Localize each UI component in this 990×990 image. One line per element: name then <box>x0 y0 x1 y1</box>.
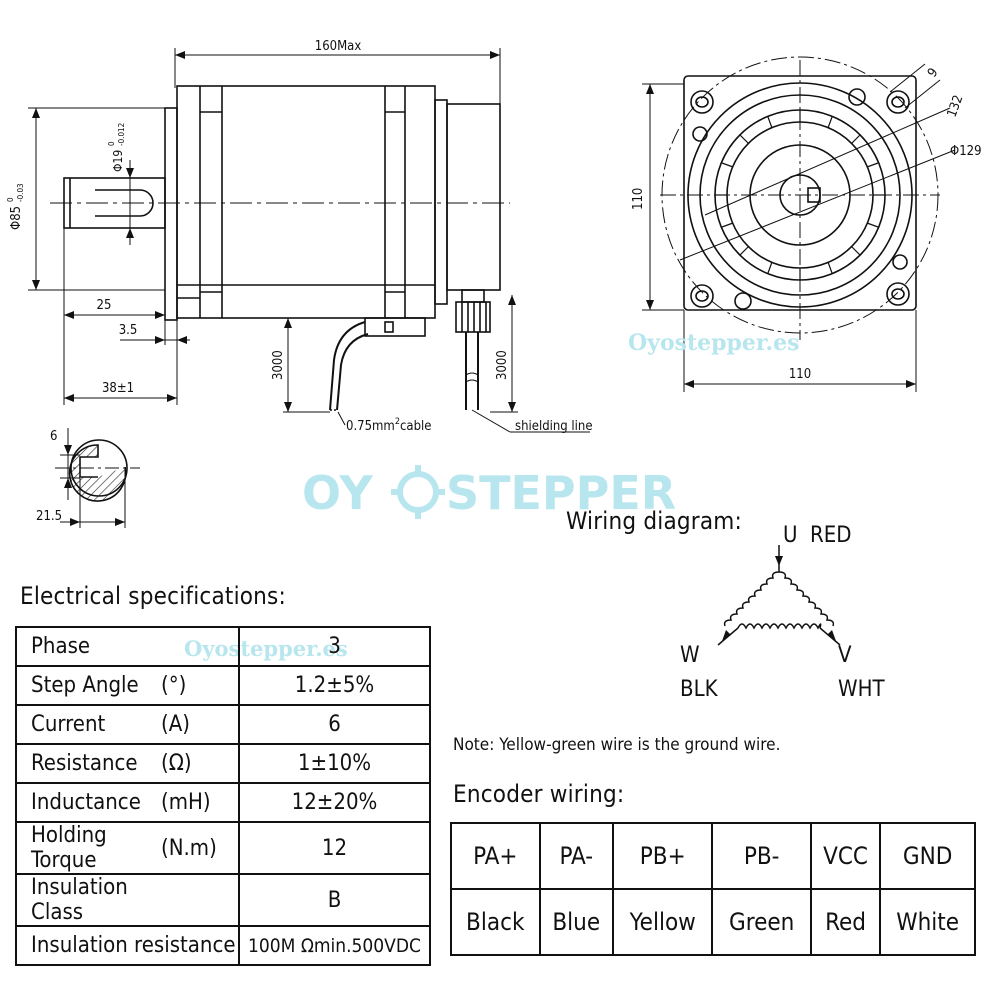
bolt-circle-label: 132 <box>945 93 967 119</box>
watermark-top: Oyostepper.es <box>628 330 800 356</box>
spec-value: 6 <box>238 704 431 745</box>
shaft-tol-upper: 0 <box>107 141 116 146</box>
spec-row: Insulation resistance 100M Ωmin.500VDC <box>15 925 431 966</box>
shaft-length-label: 25 <box>97 298 112 313</box>
shaft-dia-label: Φ19 <box>111 150 125 172</box>
cable-suffix: cable <box>400 419 431 434</box>
flange-dia-label: Φ85 <box>9 206 24 230</box>
spec-unit: (A) <box>161 704 240 745</box>
spec-value: 1±10% <box>238 743 431 784</box>
phase-v-label: V <box>838 643 852 668</box>
spec-name: Resistance <box>15 743 161 784</box>
encoder-signal: PA- <box>538 822 614 890</box>
spec-row: Current (A) 6 <box>15 704 431 745</box>
flange-tol-upper: 0 <box>6 197 15 202</box>
phase-u-label: U <box>783 523 798 548</box>
encoder-color: White <box>879 888 976 956</box>
spec-row: Resistance (Ω) 1±10% <box>15 743 431 784</box>
spec-unit: (N.m) <box>161 821 240 875</box>
spec-value: 12 <box>238 821 431 875</box>
spec-unit: (°) <box>161 665 240 706</box>
spec-name: Holding Torque <box>15 821 161 875</box>
key-section <box>55 428 140 528</box>
phase-w-label: W <box>680 643 700 668</box>
watermark-logo-left: OY <box>302 466 373 520</box>
shield-label: shielding line <box>515 419 593 434</box>
lead-length-1: 3000 <box>271 350 286 380</box>
spec-name: Inductance <box>15 782 161 823</box>
spec-value: 100M Ωmin.500VDC <box>238 925 431 966</box>
cable-sup: 2 <box>395 417 400 427</box>
spec-name: Step Angle <box>15 665 161 706</box>
spec-unit <box>161 626 240 667</box>
electrical-spec-table: Phase 3 Step Angle (°) 1.2±5% Current (A… <box>15 626 431 966</box>
encoder-signal: VCC <box>809 822 882 890</box>
phase-u-color: RED <box>810 523 852 548</box>
side-view <box>28 48 590 433</box>
lead-length-2: 3000 <box>495 350 510 380</box>
watermark-gear-icon <box>391 465 445 519</box>
spec-row: Insulation Class B <box>15 873 431 927</box>
spec-row: Phase 3 <box>15 626 431 667</box>
encoder-color: Green <box>711 888 812 956</box>
front-view <box>642 56 956 392</box>
encoder-signal: PB- <box>711 822 812 890</box>
spec-name: Current <box>15 704 161 745</box>
spec-name: Phase <box>15 626 161 667</box>
wiring-delta <box>717 545 841 646</box>
phase-w-color: BLK <box>680 677 719 702</box>
hole-dia-label: 9 <box>925 66 942 81</box>
spec-value: 12±20% <box>238 782 431 823</box>
spec-name: Insulation Class <box>15 873 161 927</box>
ground-note: Note: Yellow-green wire is the ground wi… <box>453 735 781 755</box>
spec-row: Step Angle (°) 1.2±5% <box>15 665 431 706</box>
encoder-color: Blue <box>538 888 614 956</box>
spec-row: Inductance (mH) 12±20% <box>15 782 431 823</box>
encoder-color-row: Black Blue Yellow Green Red White <box>450 888 976 956</box>
encoder-title: Encoder wiring: <box>453 780 625 808</box>
encoder-color: Red <box>809 888 882 956</box>
spec-unit: (mH) <box>161 782 240 823</box>
encoder-color: Yellow <box>611 888 714 956</box>
shoulder-label: 3.5 <box>119 323 138 338</box>
face-height-label: 110 <box>631 188 646 210</box>
spec-row: Holding Torque (N.m) 12 <box>15 821 431 875</box>
face-width-label: 110 <box>789 367 811 382</box>
cable-label: 0.75mm <box>346 419 395 434</box>
spec-unit <box>161 873 240 927</box>
encoder-wiring-table: PA+ PA- PB+ PB- VCC GND Black Blue Yello… <box>450 822 976 956</box>
spec-unit: (Ω) <box>161 743 240 784</box>
encoder-signal-row: PA+ PA- PB+ PB- VCC GND <box>450 822 976 890</box>
watermark-logo-right: STEPPER <box>446 466 677 520</box>
pilot-dia-label: Φ129 <box>950 144 982 159</box>
wiring-title: Wiring diagram: <box>566 507 743 535</box>
electrical-title: Electrical specifications: <box>20 582 286 610</box>
spec-name: Insulation resistance <box>15 925 240 966</box>
encoder-signal: PA+ <box>450 822 541 890</box>
shaft-total-label: 38±1 <box>102 381 134 396</box>
spec-value: B <box>238 873 431 927</box>
key-depth-label: 21.5 <box>36 509 62 524</box>
svg-text:0.75mm2cable: 0.75mm2cable <box>346 417 431 434</box>
key-width-label: 6 <box>50 429 57 444</box>
flange-tol-lower: -0.03 <box>16 183 25 202</box>
encoder-signal: PB+ <box>611 822 714 890</box>
spec-value: 1.2±5% <box>238 665 431 706</box>
overall-length-label: 160Max <box>315 39 362 54</box>
shaft-tol-lower: -0.012 <box>117 123 126 146</box>
spec-value: 3 <box>238 626 431 667</box>
phase-v-color: WHT <box>838 677 885 702</box>
encoder-color: Black <box>450 888 541 956</box>
encoder-signal: GND <box>879 822 976 890</box>
